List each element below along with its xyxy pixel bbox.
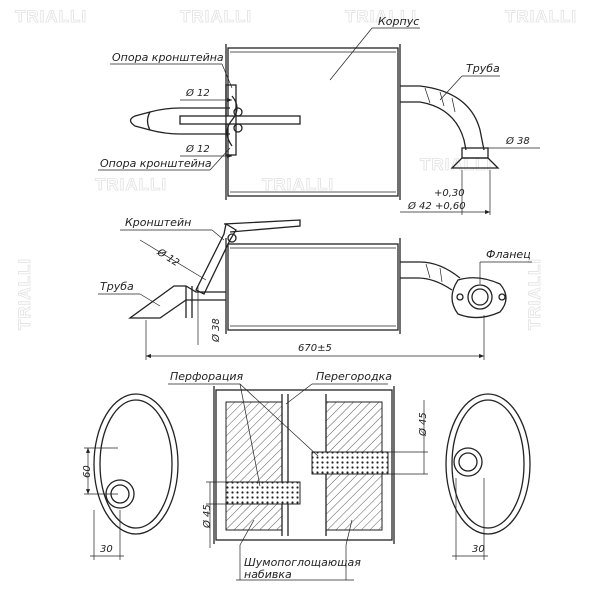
dim-d38-top: Ø 38 — [505, 135, 530, 147]
inlet-pipe-side — [128, 285, 226, 319]
watermark-text: TRIALLI — [505, 7, 577, 26]
dim-w30-right: 30 — [472, 544, 485, 555]
label-absorbent-1: Шумопоглощающая — [244, 556, 361, 569]
dim-w30-left: 30 — [100, 544, 113, 555]
perforated-tube-left — [225, 481, 301, 505]
dim-tolerance-upper: +0,30 — [434, 188, 465, 199]
inlet-pipe-top — [129, 107, 230, 135]
dim-h60: 60 — [82, 465, 93, 478]
watermark-text: TRIALLI — [15, 258, 34, 330]
dim-d12-bottom: Ø 12 — [185, 143, 210, 155]
outlet-flange — [451, 277, 507, 319]
absorbent-left — [225, 401, 283, 531]
watermark-text: TRIALLI — [345, 7, 417, 26]
label-bracket-support-bottom: Опора кронштейна — [100, 157, 212, 170]
label-bracket: Кронштейн — [125, 216, 191, 229]
end-view-left: 60 30 — [82, 393, 179, 560]
top-view: Ø 12 Ø 12 Ø 38 +0,30 Ø 42 +0,60 Корпус Т… — [98, 15, 540, 215]
watermark-text: TRIALLI — [525, 258, 544, 330]
section-view: Перфорация Перегородка Шумопоглощающая н… — [168, 370, 429, 581]
dim-length: 670±5 — [298, 343, 332, 354]
watermark-text: TRIALLI — [15, 7, 87, 26]
bracket-bar-top — [179, 115, 301, 125]
dim-d12-bracket: Ø 12 — [154, 246, 181, 269]
label-flange: Фланец — [486, 248, 531, 261]
outlet-pipe-side — [400, 261, 461, 279]
label-perforation: Перфорация — [170, 370, 244, 383]
label-bracket-support-top: Опора кронштейна — [112, 51, 224, 64]
end-view-right: 30 — [445, 393, 531, 560]
outlet-pipe-top — [400, 85, 485, 151]
perforated-tube-right — [311, 451, 389, 475]
outlet-flange-top — [450, 157, 500, 169]
watermark-text: TRIALLI — [180, 7, 252, 26]
dim-d45-right: Ø 45 — [417, 412, 429, 437]
side-view: Кронштейн Труба Фланец Ø 12 Ø 38 670±5 — [98, 216, 532, 360]
dim-d38-side: Ø 38 — [210, 318, 222, 343]
dim-tolerance-lower: Ø 42 +0,60 — [407, 200, 466, 212]
label-baffle: Перегородка — [316, 370, 392, 383]
muffler-body-side — [227, 243, 399, 331]
label-pipe-left: Труба — [100, 280, 134, 293]
label-absorbent-2: набивка — [244, 568, 292, 581]
watermark-text: TRIALLI — [262, 175, 334, 194]
label-body: Корпус — [378, 15, 419, 28]
label-pipe-top: Труба — [466, 62, 500, 75]
watermark-text: TRIALLI — [95, 175, 167, 194]
dim-d12-top: Ø 12 — [185, 87, 210, 99]
dim-d45-left: Ø 45 — [201, 504, 213, 529]
